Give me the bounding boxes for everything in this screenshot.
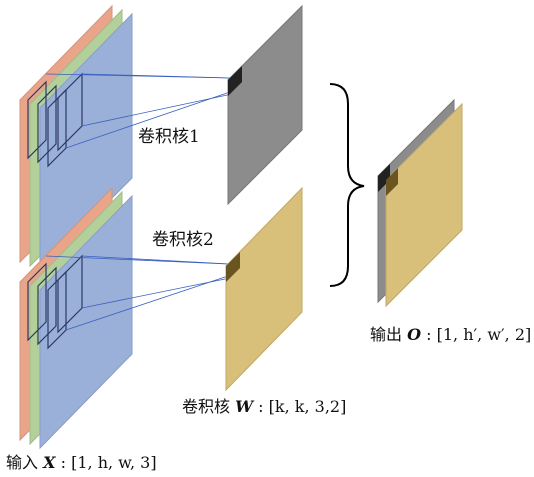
kernel1-feature-map: [227, 4, 303, 206]
input-label-prefix: 输入: [6, 453, 38, 472]
kernel2-label: 卷积核2: [152, 230, 214, 250]
output-label-sep: :: [426, 325, 431, 344]
output-window-1: [378, 164, 390, 192]
kernel2-window: [226, 252, 240, 282]
output-label-shape: [1, h′, w′, 2]: [437, 325, 532, 344]
kernel2-feature-map: [225, 186, 303, 392]
weights-label-sep: :: [258, 397, 263, 416]
output-label: 输出 O : [1, h′, w′, 2]: [370, 325, 531, 344]
input-label: 输入 X : [1, h, w, 3]: [6, 453, 157, 472]
merge-brace: [329, 83, 365, 287]
kernel1-label: 卷积核1: [138, 127, 200, 147]
weights-label-var: W: [235, 397, 255, 416]
output-label-var: O: [407, 325, 421, 344]
input-channel-blue: [39, 12, 133, 272]
output-channel-2: [385, 102, 463, 308]
kernel1-window: [228, 66, 242, 96]
weights-label: 卷积核 W : [k, k, 3,2]: [182, 397, 346, 416]
output-label-prefix: 输出: [370, 325, 402, 344]
output-window-2: [386, 168, 398, 196]
input-label-sep: :: [61, 453, 66, 472]
kernel2-connector-lines: [45, 255, 231, 331]
kernel1-connector-lines: [45, 73, 233, 149]
input-stack-1: [19, 4, 133, 272]
output-stack: [377, 98, 463, 308]
input-label-var: X: [42, 453, 56, 472]
weights-label-shape: [k, k, 3,2]: [269, 397, 347, 416]
weights-label-prefix: 卷积核: [182, 397, 230, 416]
input-label-shape: [1, h, w, 3]: [71, 453, 156, 472]
